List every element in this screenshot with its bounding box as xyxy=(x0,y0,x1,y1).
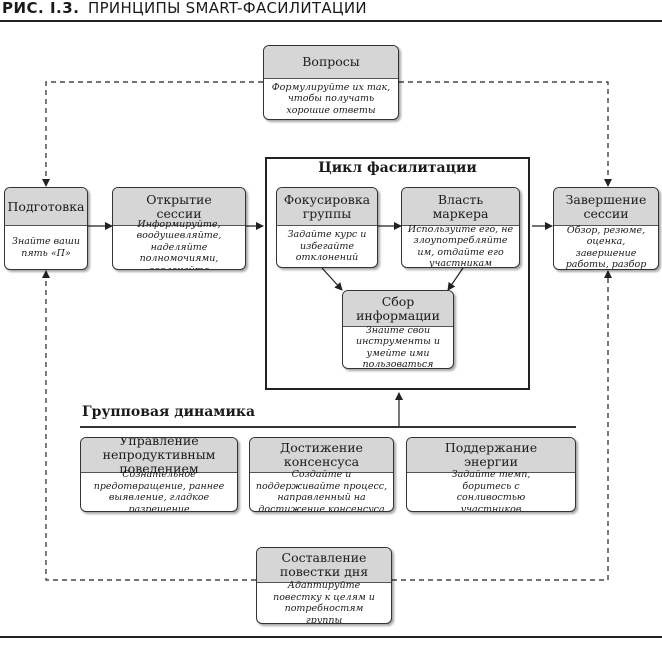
marker-power-title: Власть маркера xyxy=(402,188,519,226)
focus-text: Задайте курс и избегайте отклонений xyxy=(287,229,367,264)
opening-title: Открытие сессии xyxy=(113,188,245,226)
opening-text: Информируйте, воодушевляйте, наделяйте п… xyxy=(136,219,222,269)
dashed-bottom-left xyxy=(42,270,256,581)
agenda-text: Адаптируйте повестку к целям и потребнос… xyxy=(273,580,375,624)
questions-title: Вопросы xyxy=(264,46,398,79)
header-rule xyxy=(0,20,662,22)
energy-box: Поддержание энергии Задайте темп, борите… xyxy=(406,437,576,512)
unproductive-behavior-title: Управление непродуктивным поведением xyxy=(81,438,237,476)
unproductive-behavior-text: Сознательное предотвращение, раннее выяв… xyxy=(93,469,225,512)
figure-header: РИС. I.3. ПРИНЦИПЫ SMART-ФАСИЛИТАЦИИ xyxy=(0,0,662,22)
questions-box: Вопросы Формулируйте их так, чтобы получ… xyxy=(263,45,399,120)
arrow-focus-collect xyxy=(321,267,343,291)
figure-title: ПРИНЦИПЫ SMART-ФАСИЛИТАЦИИ xyxy=(88,0,367,17)
agenda-box: Составление повестки дня Адаптируйте пов… xyxy=(256,547,392,624)
figure-number: РИС. I.3. xyxy=(2,0,80,17)
questions-text: Формулируйте их так, чтобы получать хоро… xyxy=(271,81,391,116)
marker-power-box: Власть маркера Используйте его, не злоуп… xyxy=(401,187,520,268)
closing-box: Завершение сессии Обзор, резюме, оценка,… xyxy=(553,187,659,270)
info-collection-title: Сбор информации xyxy=(343,291,453,327)
preparation-text: Знайте ваши пять «П» xyxy=(12,236,80,259)
closing-title: Завершение сессии xyxy=(554,188,658,226)
consensus-title: Достижение консенсуса xyxy=(250,438,393,473)
facilitation-cycle-frame xyxy=(265,157,530,390)
consensus-box: Достижение консенсуса Создайте и поддерж… xyxy=(249,437,394,512)
dashed-bottom-right xyxy=(392,270,612,581)
focus-title: Фокусировка группы xyxy=(277,188,377,226)
preparation-box: Подготовка Знайте ваши пять «П» xyxy=(4,187,88,270)
arrow-power-collect xyxy=(447,267,464,291)
energy-text: Задайте темп, боритесь с сонливостью уча… xyxy=(451,469,531,512)
marker-power-text: Используйте его, не злоупотребляйте им, … xyxy=(407,223,514,268)
cycle-title: Цикл фасилитации xyxy=(318,160,477,176)
unproductive-behavior-box: Управление непродуктивным поведением Соз… xyxy=(80,437,238,512)
group-dynamics-title: Групповая динамика xyxy=(82,404,256,420)
opening-box: Открытие сессии Информируйте, воодушевля… xyxy=(112,187,246,270)
info-collection-box: Сбор информации Знайте свои инструменты … xyxy=(342,290,454,369)
footer-rule xyxy=(0,636,662,638)
agenda-title: Составление повестки дня xyxy=(257,548,391,583)
closing-text: Обзор, резюме, оценка, завершение работы… xyxy=(565,224,647,270)
consensus-text: Создайте и поддерживайте процесс, направ… xyxy=(255,469,388,512)
dashed-top-right xyxy=(399,81,612,187)
focus-box: Фокусировка группы Задайте курс и избега… xyxy=(276,187,378,268)
group-dynamics-rule xyxy=(80,426,576,428)
preparation-title: Подготовка xyxy=(5,188,87,226)
energy-title: Поддержание энергии xyxy=(407,438,575,473)
info-collection-text: Знайте свои инструменты и умейте ими пол… xyxy=(356,324,440,369)
dashed-top-left xyxy=(42,81,263,187)
